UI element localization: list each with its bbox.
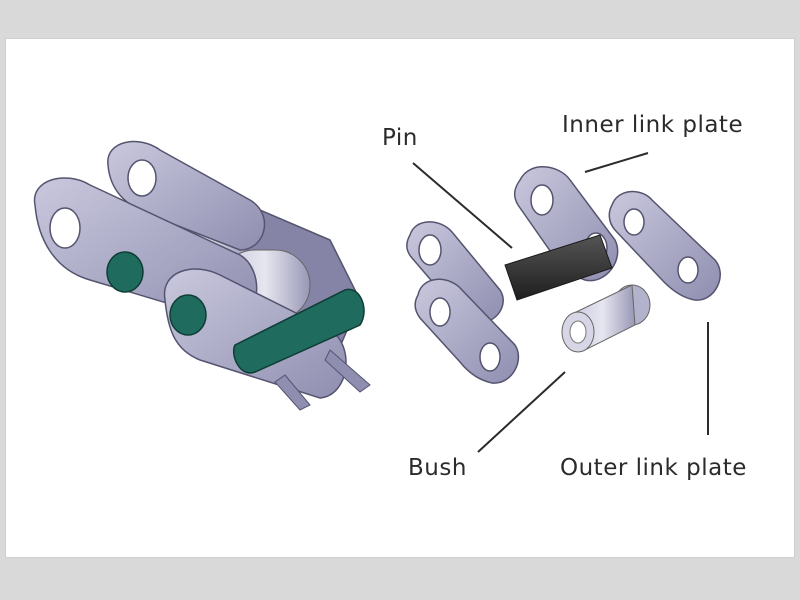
assembled-spring-clip bbox=[233, 288, 365, 374]
inner-plate-back-hole-1 bbox=[530, 184, 554, 216]
outer-plate-front-hole-1 bbox=[429, 297, 451, 327]
assembled-upper-hole bbox=[127, 159, 157, 197]
label-bush: Bush bbox=[408, 455, 467, 481]
bush-bore bbox=[569, 320, 587, 344]
inner-plate-leader-line bbox=[584, 152, 649, 173]
assembled-front-hole bbox=[49, 207, 81, 249]
label-pin: Pin bbox=[382, 125, 418, 151]
label-outer-link-plate: Outer link plate bbox=[560, 455, 747, 481]
outer-plate-front-hole-2 bbox=[479, 342, 501, 372]
assembled-tab-1 bbox=[274, 374, 311, 411]
assembled-pin-head-1 bbox=[106, 251, 144, 293]
pin-leader-line bbox=[412, 162, 513, 249]
bush-leader-line bbox=[477, 371, 566, 453]
outer-link-plate-right bbox=[608, 190, 721, 301]
outer-plate-right-hole-2 bbox=[677, 256, 699, 284]
assembled-chain-illustration bbox=[33, 140, 371, 411]
outer-plate-right-hole-1 bbox=[623, 208, 645, 236]
exploded-view-illustration bbox=[406, 166, 721, 384]
assembled-pin-head-2 bbox=[169, 294, 207, 336]
label-inner-link-plate: Inner link plate bbox=[562, 112, 744, 138]
diagram-panel bbox=[5, 38, 795, 558]
pin-shaft bbox=[504, 234, 613, 301]
inner-plate-front-hole-1 bbox=[418, 234, 442, 266]
assembled-tab-2 bbox=[324, 349, 371, 393]
